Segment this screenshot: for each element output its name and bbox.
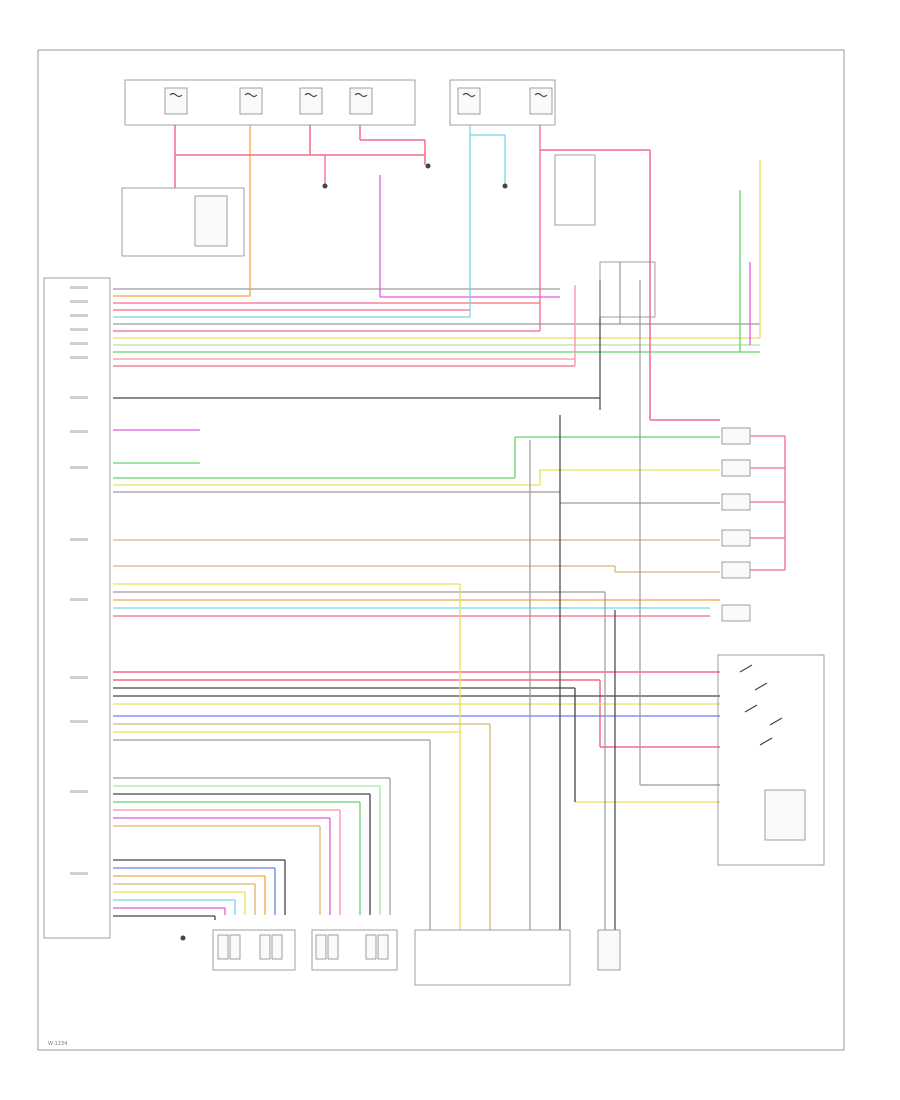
- fuse-cell: [529, 87, 553, 115]
- left-control-module: [121, 187, 245, 257]
- fuse-cell: [239, 87, 263, 115]
- fuse-cell: [349, 87, 373, 115]
- engine-coolant-temp: [414, 929, 571, 986]
- range-switch-contacts: [739, 664, 783, 746]
- wire-drops: [174, 125, 761, 930]
- fuse-symbol: [169, 92, 183, 98]
- diagram-code: W-1234: [48, 1041, 67, 1047]
- fuse-cell: [164, 87, 188, 115]
- accelerator-pedal-sensor: [212, 929, 296, 971]
- ground-symbols: [180, 163, 508, 941]
- powertrain-control-module: [43, 277, 111, 939]
- stop-lamp-module: [554, 154, 596, 226]
- fuse-symbol: [244, 92, 258, 98]
- fuse-cell: [299, 87, 323, 115]
- fuse-symbol: [304, 92, 318, 98]
- transmission-range-switch: [717, 654, 825, 866]
- pcm-pin-labels: [70, 286, 88, 875]
- output-speed-sensor: [597, 929, 621, 971]
- connector-pins: [217, 934, 389, 960]
- diagram-frame: [37, 49, 845, 1051]
- fuse-block-right: [449, 79, 556, 126]
- throttle-body: [311, 929, 398, 971]
- wire-harness: [113, 288, 760, 917]
- fuse-symbol: [354, 92, 368, 98]
- fuse-cell: [457, 87, 481, 115]
- fuse-symbol: [534, 92, 548, 98]
- fuse-block-left: [124, 79, 416, 126]
- left-control-inner: [194, 195, 228, 247]
- range-switch-inner: [764, 789, 806, 841]
- solenoid-components: [721, 427, 786, 622]
- fuse-symbol: [462, 92, 476, 98]
- engine-run-fuse-box: [599, 261, 656, 318]
